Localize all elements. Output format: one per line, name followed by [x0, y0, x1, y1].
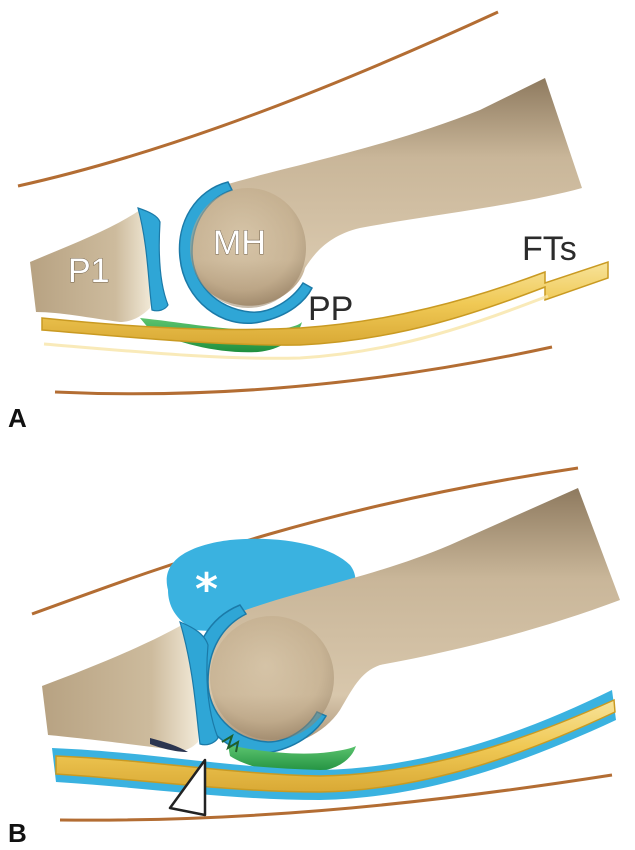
metacarpal-head-b	[210, 616, 334, 740]
panel-letter-b: B	[8, 818, 27, 848]
effusion-asterisk: *	[195, 564, 218, 615]
panel-b: * B	[8, 468, 620, 848]
label-pp: PP	[308, 290, 353, 328]
label-p1: P1	[68, 252, 110, 290]
proximal-phalanx-bone-b	[42, 625, 198, 751]
label-fts: FTs	[522, 230, 577, 268]
panel-a: P1 MH PP FTs A	[8, 12, 608, 433]
panel-letter-a: A	[8, 403, 27, 433]
palmar-skin-line	[55, 347, 552, 394]
label-mh: MH	[213, 224, 266, 262]
